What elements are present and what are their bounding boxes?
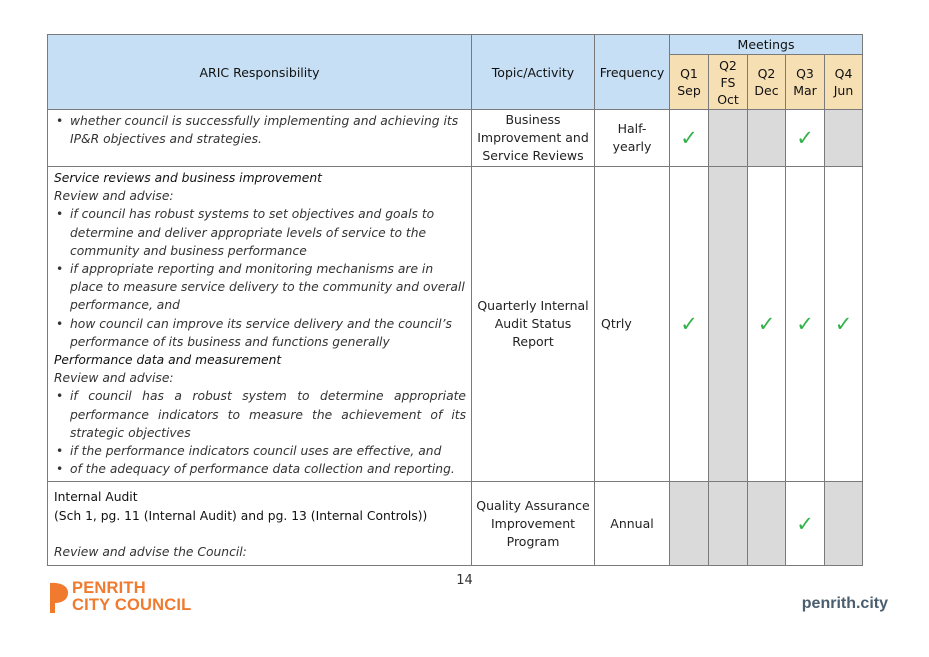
- empty-cell: [708, 481, 748, 567]
- section-lead: Review and advise:: [54, 189, 174, 204]
- col-header-meetings: Meetings: [668, 34, 864, 55]
- list-item: of the adequacy of performance data coll…: [54, 460, 466, 478]
- empty-cell: [747, 109, 786, 167]
- table-row: whether council is successfully implemen…: [47, 109, 864, 167]
- tick-icon: ✓: [669, 165, 709, 483]
- tick-icon: ✓: [785, 109, 825, 167]
- table-row: Service reviews and business improvement…: [47, 165, 864, 483]
- empty-cell: [708, 165, 748, 483]
- frequency-cell: Annual: [594, 481, 670, 567]
- tick-icon: ✓: [823, 165, 864, 483]
- tick-icon: ✓: [669, 109, 709, 167]
- frequency-cell: Half-yearly: [594, 109, 670, 167]
- tick-icon: ✓: [785, 165, 825, 483]
- section-title: Internal Audit: [54, 490, 138, 505]
- empty-cell: [823, 481, 864, 567]
- col-header-topic: Topic/Activity: [471, 34, 595, 110]
- col-header-frequency: Frequency: [594, 34, 670, 110]
- empty-cell: [747, 481, 786, 567]
- responsibility-cell: Internal Audit (Sch 1, pg. 11 (Internal …: [47, 481, 472, 567]
- list-item: if council has a robust system to determ…: [54, 387, 466, 442]
- tick-icon: ✓: [785, 481, 825, 567]
- list-item: if council has robust systems to set obj…: [54, 205, 466, 260]
- aric-responsibility-table: ARIC Responsibility Topic/Activity Frequ…: [47, 34, 864, 567]
- responsibility-cell: whether council is successfully implemen…: [47, 109, 472, 167]
- list-item: if appropriate reporting and monitoring …: [54, 260, 466, 315]
- empty-cell: [669, 481, 709, 567]
- empty-cell: [708, 109, 748, 167]
- list-item: whether council is successfully implemen…: [54, 112, 466, 148]
- section-lead: Review and advise:: [54, 371, 174, 386]
- section-title: Performance data and measurement: [54, 353, 282, 368]
- table-row: Internal Audit (Sch 1, pg. 11 (Internal …: [47, 481, 864, 567]
- responsibility-cell: Service reviews and business improvement…: [47, 165, 472, 483]
- empty-cell: [823, 109, 864, 167]
- frequency-cell: Qtrly: [594, 165, 670, 483]
- list-item: if the performance indicators council us…: [54, 442, 466, 460]
- list-item: how council can improve its service deli…: [54, 315, 466, 351]
- page-number: 14: [456, 573, 473, 588]
- penrith-p-icon: [50, 582, 69, 613]
- section-subtitle: (Sch 1, pg. 11 (Internal Audit) and pg. …: [54, 508, 428, 523]
- section-lead: Review and advise the Council:: [54, 544, 247, 559]
- logo-line-2: CITY COUNCIL: [72, 596, 192, 614]
- col-header-responsibility: ARIC Responsibility: [47, 34, 472, 110]
- tick-icon: ✓: [747, 165, 786, 483]
- section-title: Service reviews and business improvement: [54, 171, 322, 185]
- logo-line-1: PENRITH: [72, 579, 146, 597]
- website-url: penrith.city: [801, 595, 888, 612]
